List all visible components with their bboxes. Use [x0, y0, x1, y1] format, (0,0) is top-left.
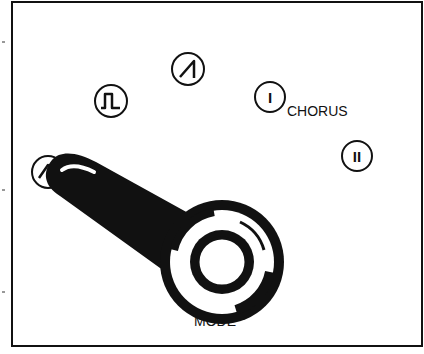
mode-label: MODE: [194, 314, 236, 328]
sawtooth-wave-symbol: [172, 53, 204, 85]
position-number: II: [353, 149, 361, 164]
position-number: I: [268, 90, 272, 105]
chorus-position-circle: I: [254, 81, 286, 113]
margin-ticks: [2, 42, 5, 292]
panel-frame: [12, 2, 422, 346]
square-wave-symbol: [95, 85, 127, 117]
chorus-position-circle: II: [341, 140, 373, 172]
chorus-label: CHORUS: [287, 104, 348, 118]
selector-knob: [46, 153, 284, 324]
